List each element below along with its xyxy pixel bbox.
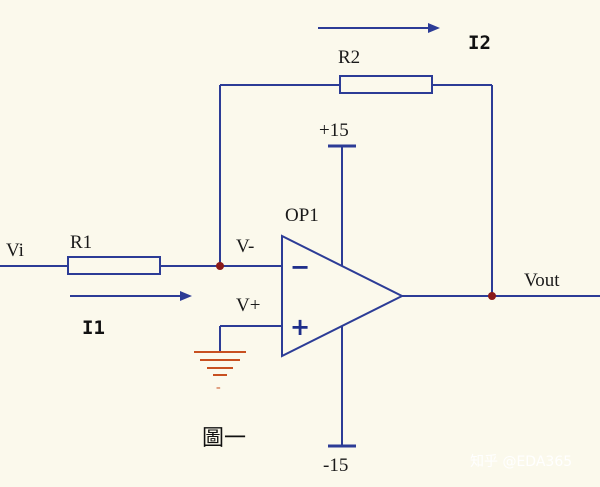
watermark-text: 知乎 @EDA365 bbox=[470, 453, 572, 470]
label-r2: R2 bbox=[338, 47, 360, 68]
junction-node-output bbox=[488, 292, 496, 300]
resistor-r2 bbox=[339, 75, 433, 94]
label-vi: Vi bbox=[6, 240, 24, 261]
label-plus15: +15 bbox=[319, 120, 349, 141]
label-op1: OP1 bbox=[285, 205, 319, 226]
label-vout: Vout bbox=[524, 270, 560, 291]
label-i2: I2 bbox=[468, 32, 491, 54]
resistor-r1 bbox=[67, 256, 161, 275]
figure-caption: 圖一 bbox=[202, 426, 246, 451]
opamp-triangle bbox=[281, 234, 405, 358]
label-v-minus: V- bbox=[236, 236, 254, 257]
label-i1: I1 bbox=[82, 317, 105, 339]
label-r1: R1 bbox=[70, 232, 92, 253]
label-v-plus: V+ bbox=[236, 295, 260, 316]
i1-current-arrow bbox=[70, 291, 192, 301]
opamp-inverting-sign: − bbox=[290, 253, 310, 281]
wires bbox=[0, 84, 600, 446]
ground-icon bbox=[194, 351, 246, 376]
i2-current-arrow bbox=[318, 23, 440, 33]
label-minus15: -15 bbox=[323, 455, 348, 476]
junction-node-v-minus bbox=[216, 262, 224, 270]
opamp-noninverting-sign: + bbox=[290, 313, 310, 341]
label-ground-minus: - bbox=[216, 380, 221, 395]
